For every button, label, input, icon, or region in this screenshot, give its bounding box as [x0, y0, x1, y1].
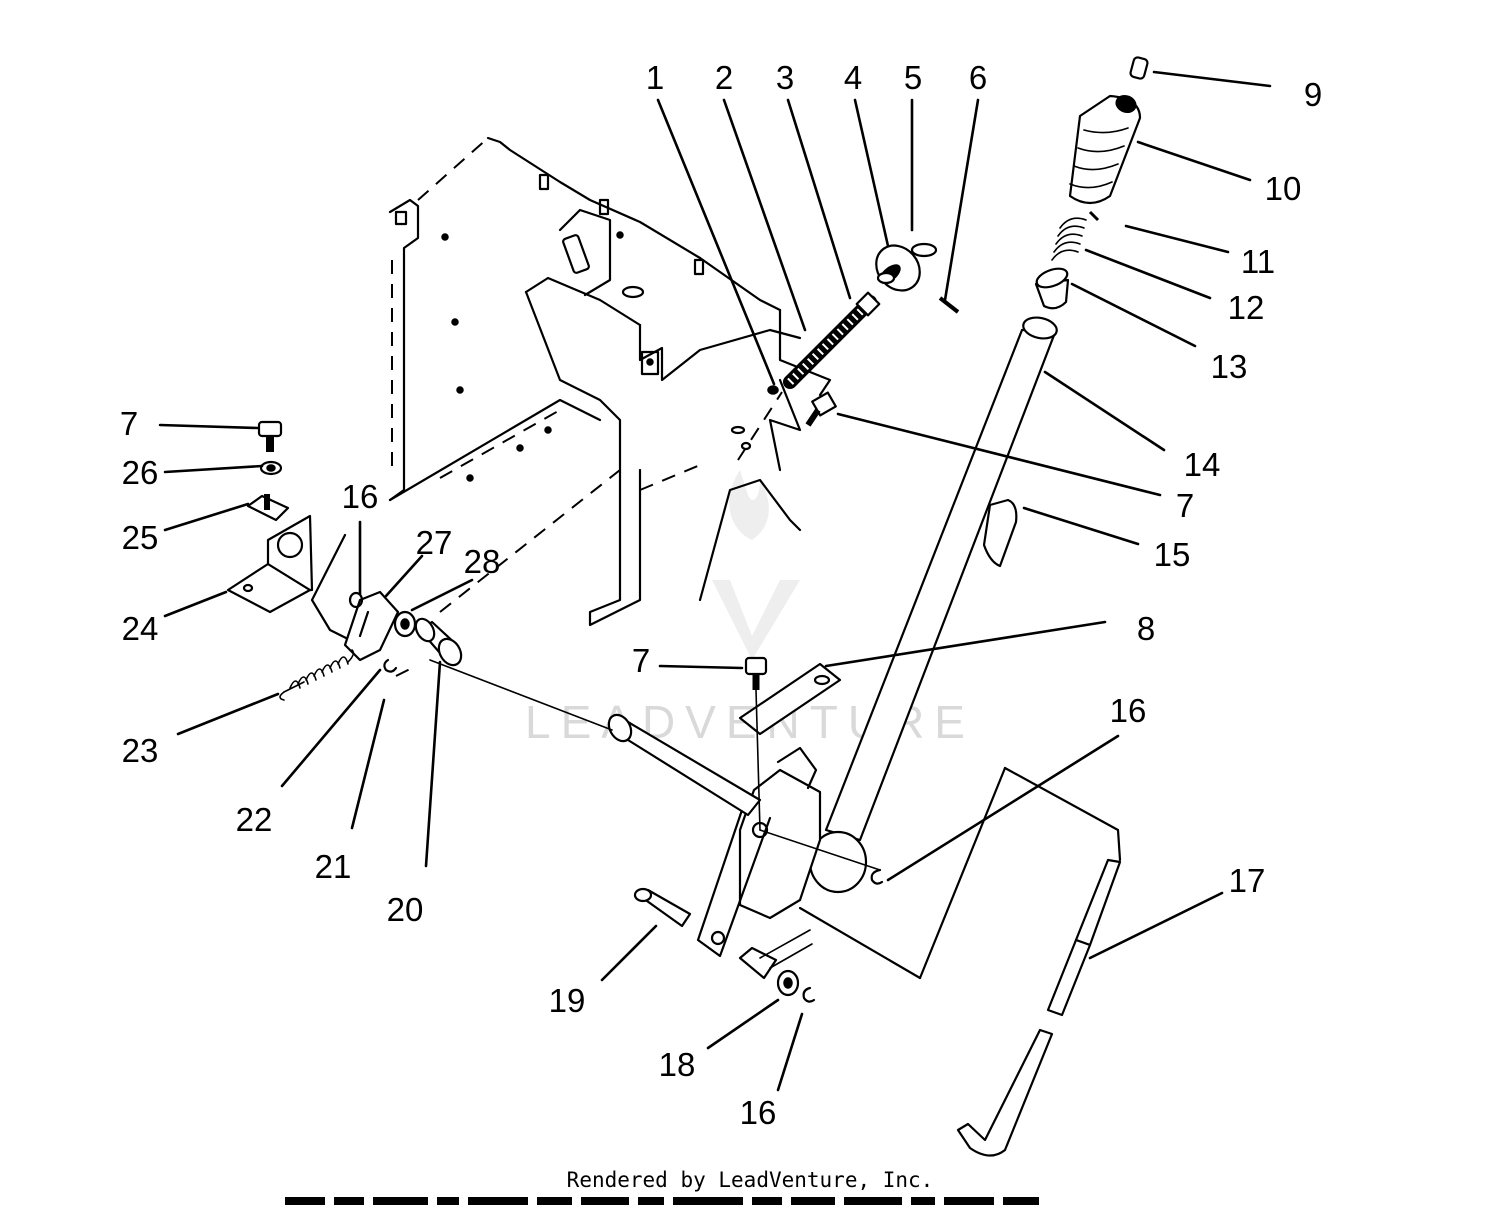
callout-19: 19 [549, 982, 586, 1019]
callout-labels: 1 2 3 4 5 6 9 10 11 12 13 14 7 15 8 16 1… [120, 59, 1322, 1131]
watermark-logo-icon [712, 470, 800, 660]
rendered-by-footer: Rendered by LeadVenture, Inc. [566, 1168, 934, 1192]
callout-14: 14 [1184, 446, 1221, 483]
bolt [257, 420, 283, 452]
callout-22: 22 [236, 801, 273, 838]
callout-23: 23 [122, 732, 159, 769]
callout-24: 24 [122, 610, 159, 647]
callout-28: 28 [464, 543, 501, 580]
callout-6: 6 [969, 59, 987, 96]
roller [414, 617, 463, 667]
callout-26: 26 [122, 454, 159, 491]
detent-bracket [343, 590, 400, 662]
callout-12: 12 [1228, 289, 1265, 326]
callout-13: 13 [1211, 348, 1248, 385]
callout-1: 1 [646, 59, 664, 96]
callout-9: 9 [1304, 76, 1322, 113]
pivot-pin [633, 887, 692, 928]
callout-20: 20 [387, 891, 424, 928]
spring [1051, 217, 1087, 261]
bolt [744, 656, 768, 690]
callout-25: 25 [122, 519, 159, 556]
pin [938, 296, 960, 314]
callout-18: 18 [659, 1046, 696, 1083]
shaft [429, 659, 762, 817]
callout-16: 16 [740, 1094, 777, 1131]
callout-7: 7 [120, 405, 138, 442]
sleeve [982, 498, 1018, 568]
callout-8: 8 [1137, 610, 1155, 647]
callout-2: 2 [715, 59, 733, 96]
leader-lines [158, 70, 1272, 1092]
callout-27: 27 [416, 524, 453, 561]
shift-lever-tube [808, 316, 1058, 894]
callout-16: 16 [1110, 692, 1147, 729]
callout-21: 21 [315, 848, 352, 885]
callout-17: 17 [1229, 862, 1266, 899]
angle-bracket [226, 514, 314, 614]
bushing [1034, 267, 1070, 310]
extension-spring [279, 649, 355, 701]
callout-16: 16 [342, 478, 379, 515]
threaded-rod [783, 291, 881, 389]
callout-11: 11 [1241, 243, 1275, 280]
callout-10: 10 [1265, 170, 1302, 207]
callout-7: 7 [632, 642, 650, 679]
callout-3: 3 [776, 59, 794, 96]
handle-grip [1068, 56, 1149, 205]
link-rod [956, 858, 1122, 1157]
callout-7: 7 [1176, 487, 1194, 524]
frame-bracket [388, 136, 832, 627]
clip [870, 868, 884, 885]
callout-4: 4 [844, 59, 862, 96]
bolt [805, 391, 837, 427]
clip [383, 658, 398, 673]
spacer [738, 946, 778, 980]
clip [348, 591, 364, 609]
callout-15: 15 [1154, 536, 1191, 573]
clip [802, 986, 816, 1003]
adjustment-knob [875, 244, 921, 292]
snap-ring [910, 242, 938, 258]
cropped-title-strip [285, 1197, 1090, 1205]
callout-5: 5 [904, 59, 922, 96]
